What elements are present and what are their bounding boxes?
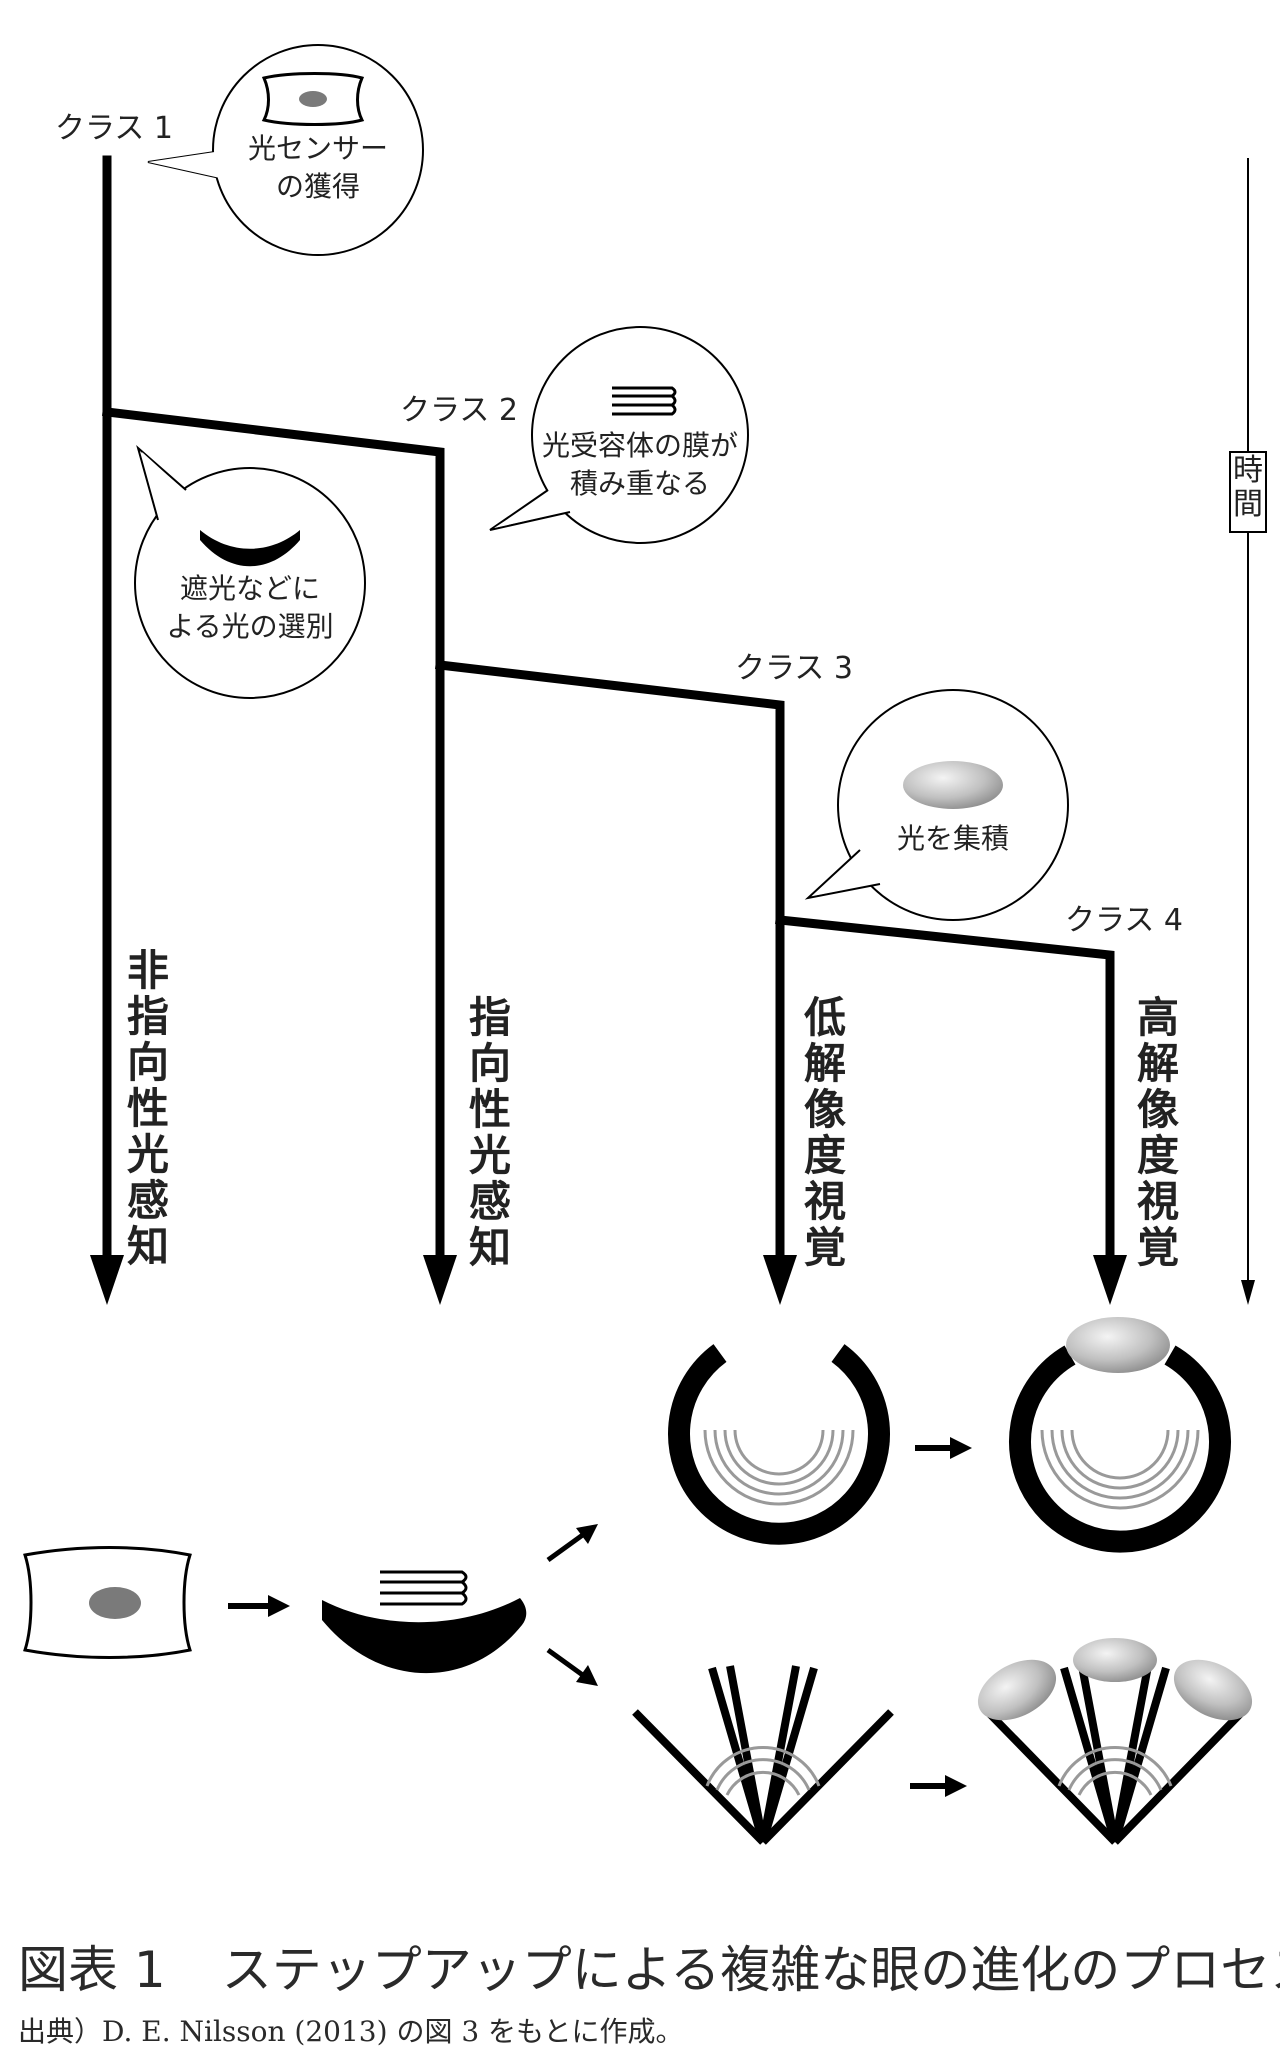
branch-arrowheads [90, 1255, 1127, 1305]
class-2-label: クラス 2 [400, 393, 518, 428]
branch-label-low-resolution: 低解像度視覚 [804, 993, 846, 1272]
eye-evolution-diagram: クラス 1 クラス 2 クラス 3 クラス 4 時間 光センサー の獲得 遮光な… [23, 44, 1267, 1845]
branch-label-directional: 指向性光感知 [469, 993, 511, 1272]
bubble-1-line-1: 光センサー [248, 132, 388, 165]
bubble-light-selection: 遮光などに よる光の選別 [134, 445, 366, 699]
time-label-box [1229, 451, 1267, 533]
bubble-2-line-2: よる光の選別 [166, 610, 333, 643]
phylogeny-tree [101, 155, 1115, 1270]
bubble-1-line-2: の獲得 [276, 170, 360, 203]
branch-label-nondirectional: 非指向性光感知 [127, 946, 169, 1271]
class-3-label: クラス 3 [735, 651, 853, 686]
branch-label-high-resolution: 高解像度視覚 [1137, 993, 1179, 1272]
bubble-membrane-stacking: 光受容体の膜が 積み重なる [489, 326, 749, 544]
branch-labels: 非指向性光感知 指向性光感知 低解像度視覚 高解像度視覚 [127, 946, 1179, 1272]
class-4-label: クラス 4 [1065, 903, 1183, 938]
bubble-3-line-2: 積み重なる [570, 467, 710, 500]
bubble-3-line-1: 光受容体の膜が [542, 429, 738, 462]
figure-title: ステップアップによる複雑な眼の進化のプロセス [221, 1941, 1280, 1999]
bubble-photoreceptor: 光センサー の獲得 [147, 44, 424, 256]
figure-source: 出典）D. E. Nilsson (2013) の図 3 をもとに作成。 [18, 2015, 684, 2048]
bubble-4-line-1: 光を集積 [897, 822, 1009, 855]
class-1-label: クラス 1 [55, 111, 173, 146]
evolution-sequence [23, 1317, 1253, 1845]
bubble-2-line-1: 遮光などに [180, 572, 320, 605]
figure-caption: 図表 1 ステップアップによる複雑な眼の進化のプロセス [18, 1930, 1280, 2002]
time-label: 時間 [1233, 453, 1263, 522]
time-axis-arrowhead [1241, 1280, 1255, 1305]
figure-number: 図表 1 [18, 1941, 166, 1999]
bubble-light-collection: 光を集積 [804, 689, 1069, 921]
